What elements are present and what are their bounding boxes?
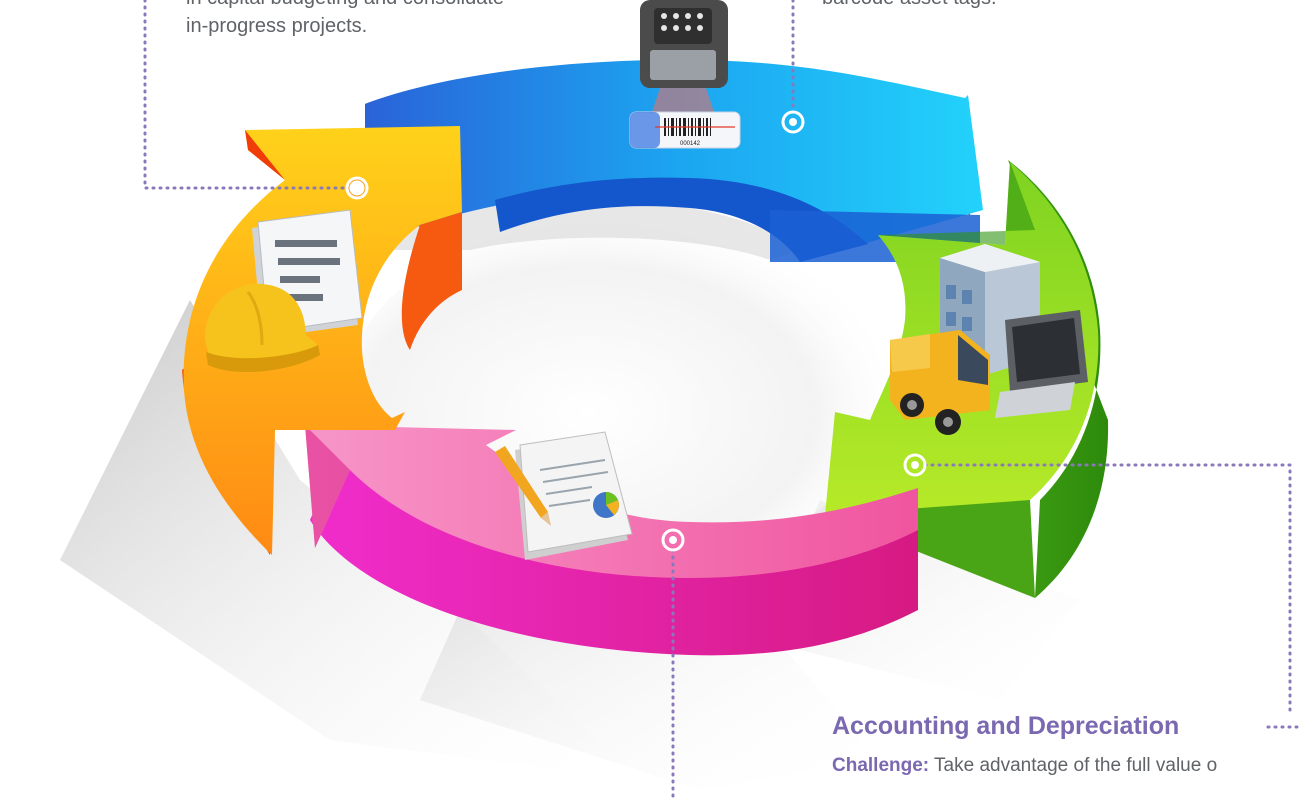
tagging-caption: barcode asset tags. [822,0,997,12]
connector-tracking [923,463,1292,714]
challenge-text: Take advantage of the full value o [929,755,1218,776]
construction-caption-line1: in capital budgeting and consolidate [186,0,504,12]
marker-accounting[interactable] [661,528,685,552]
marker-tagging[interactable] [781,110,805,134]
marker-construction[interactable] [345,176,369,200]
construction-caption-line2: in-progress projects. [186,15,368,37]
hard-hat-document-icon [205,209,363,373]
accounting-challenge: Challenge: Take advantage of the full va… [832,755,1217,777]
building-truck-computer-icon [890,244,1088,435]
accounting-arrow [305,425,918,656]
connector-lines [143,0,1299,800]
marker-tracking[interactable] [903,453,927,477]
barcode-scanner-icon: 000142 [629,0,741,149]
construction-caption: in capital budgeting and consolidate in-… [186,0,504,40]
spreadsheet-pencil-icon [495,431,633,560]
tagging-caption-line: barcode asset tags. [822,0,997,9]
svg-text:000142: 000142 [680,141,701,147]
connector-construction [143,0,350,190]
accounting-title: Accounting and Depreciation [832,712,1180,740]
challenge-label: Challenge: [832,755,930,776]
